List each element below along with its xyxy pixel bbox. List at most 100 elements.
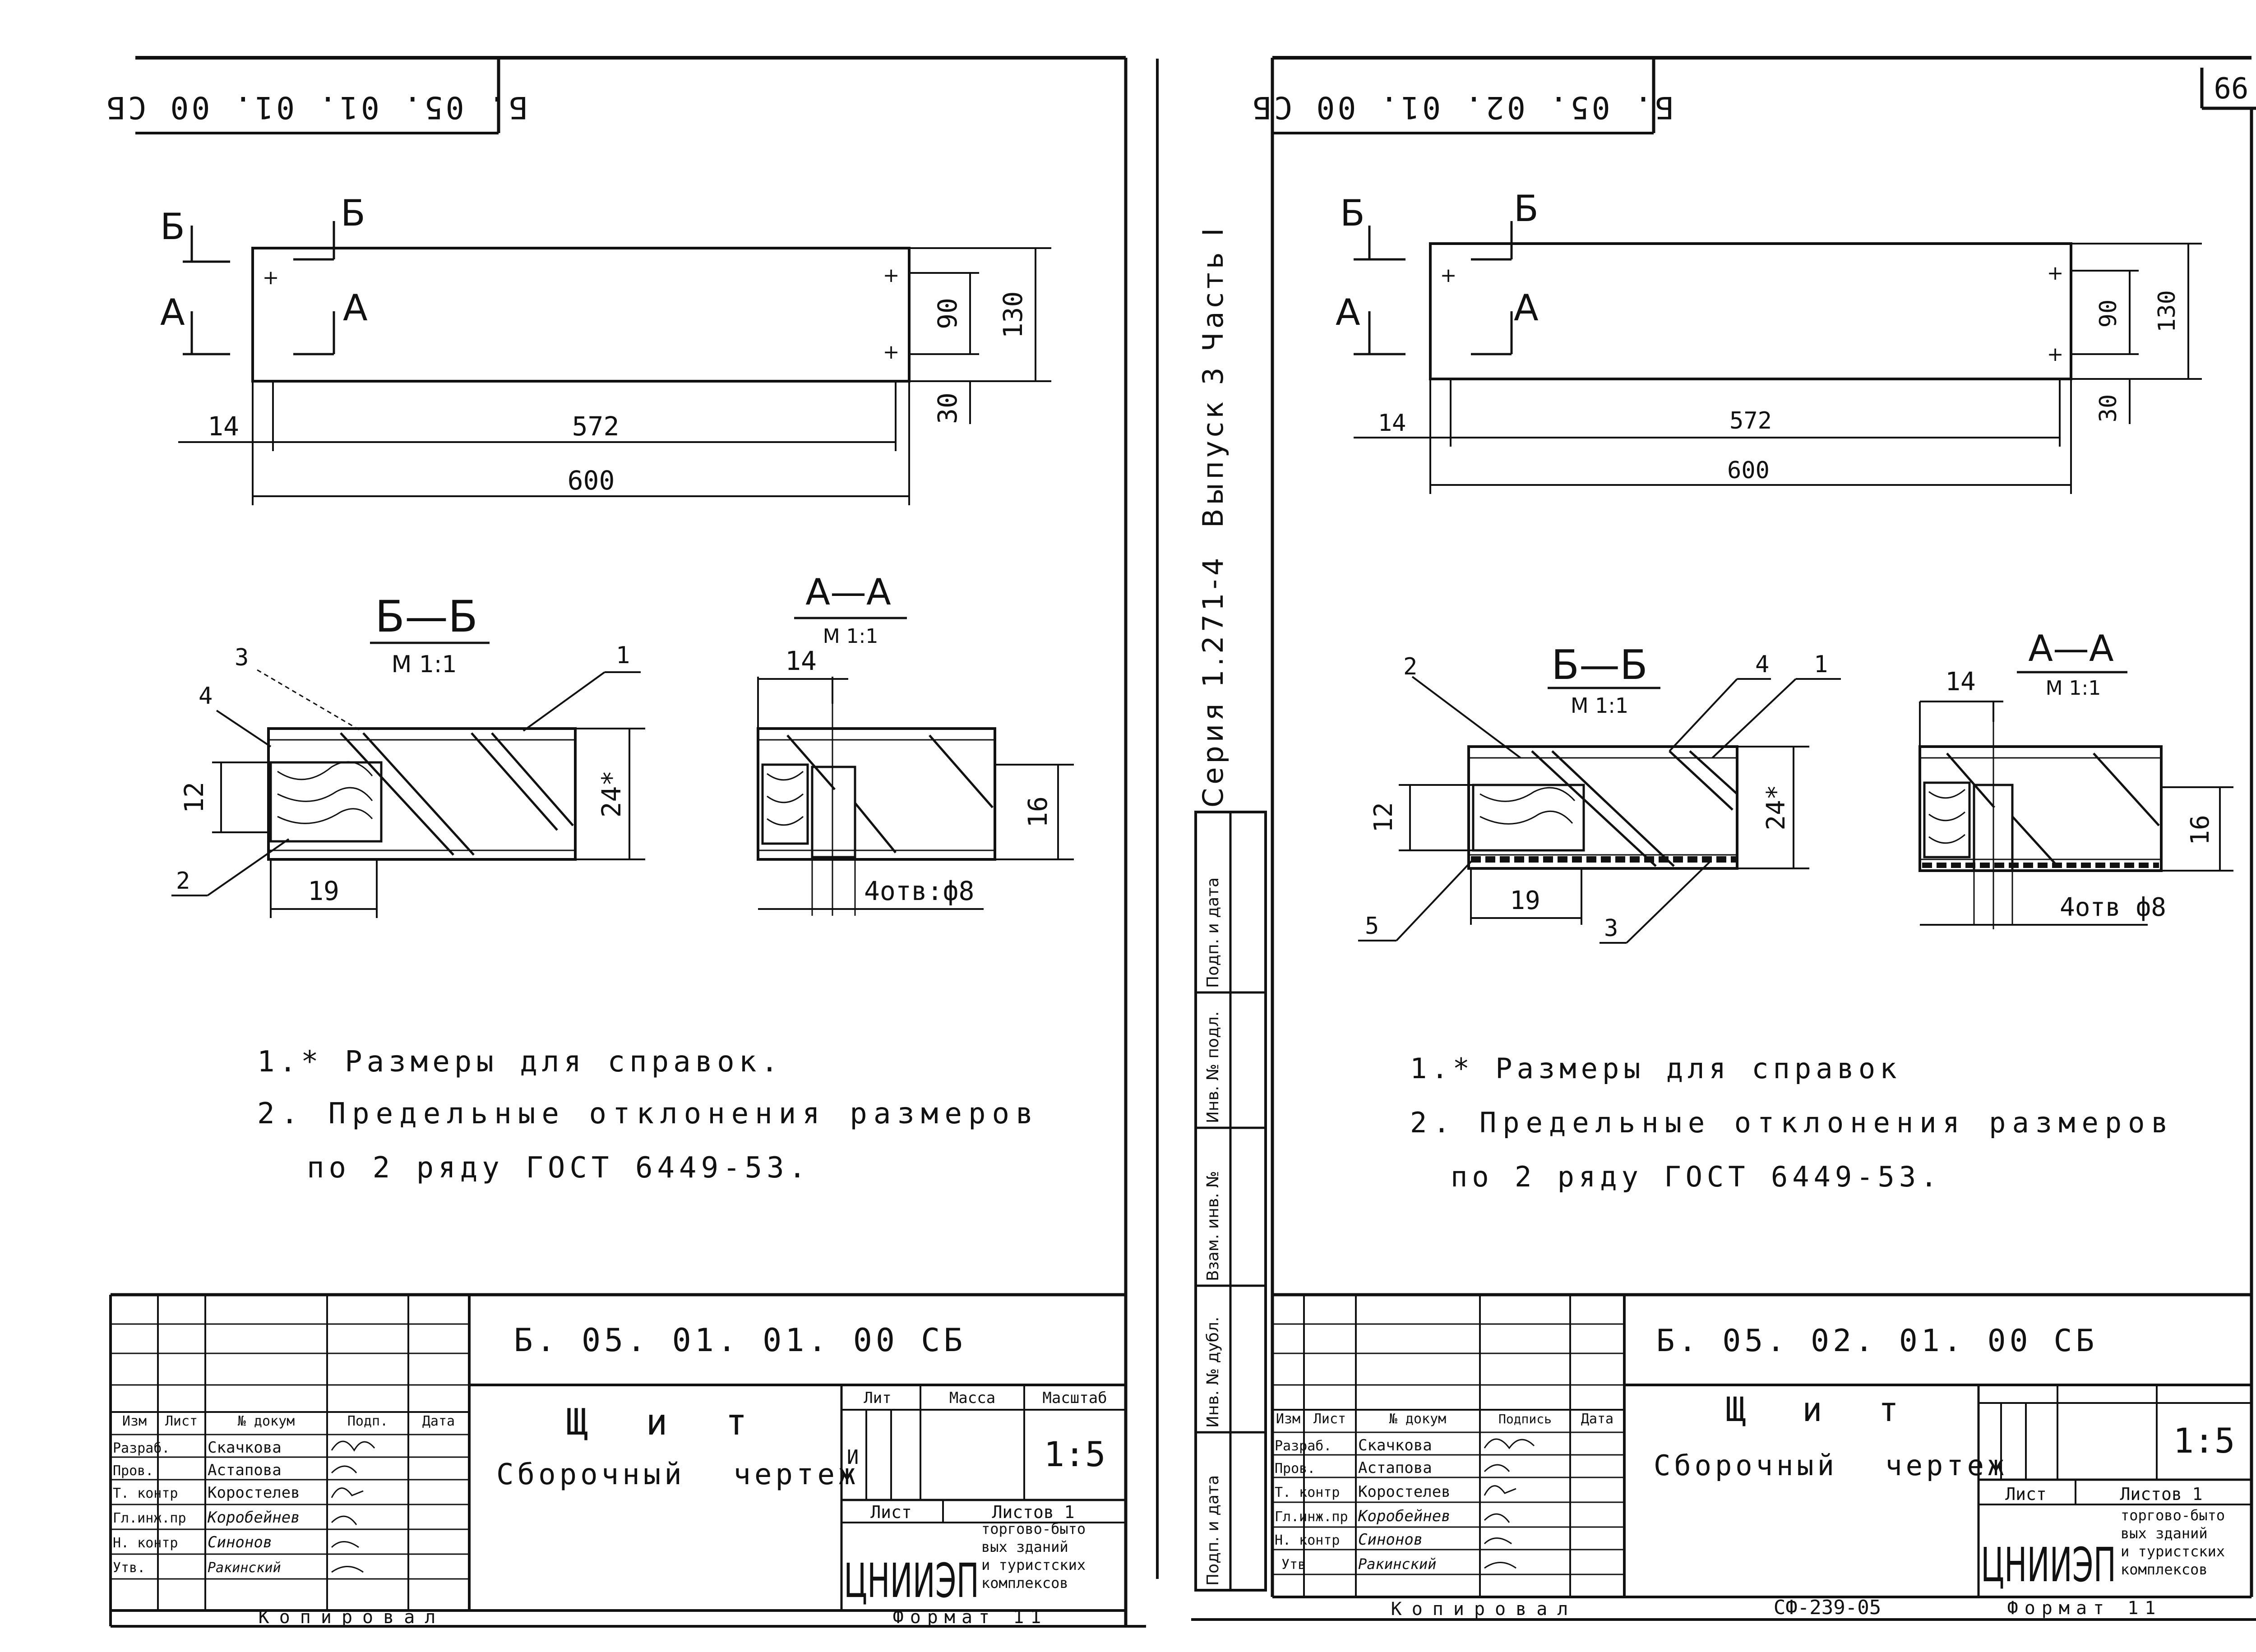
callout-1: 1 [616,642,630,669]
role-approve: Утв [1281,1557,1306,1573]
dim-19: 19 [1510,886,1540,915]
page-number: 66 [2214,72,2248,106]
name-line2: Сборочный чертеж [496,1458,860,1491]
role-dev: Разраб. [1275,1438,1331,1454]
role-approve: Утв. [113,1560,145,1576]
section-bb: Б—Б М 1:1 24* 12 19 2 [1358,641,1841,944]
signature [1484,1438,1535,1569]
org-desc-1: торгово-быто [2121,1507,2225,1524]
copied-label: Копировал [259,1607,446,1628]
plus-mark: + [263,266,279,289]
section-title: Б—Б [375,591,478,642]
dim-24: 24* [1761,784,1791,830]
dim-19: 19 [308,876,339,906]
org-desc-1: торгово-быто [981,1520,1086,1537]
scale-label: Масштаб [1042,1389,1107,1407]
side-label-2: Инв. № подл. [1204,1011,1222,1123]
section-marker-a: А [1514,287,1539,329]
plan-view: + + + Б Б А А 90 130 30 [1336,188,2202,494]
org-desc-2: вых зданий [2121,1525,2208,1542]
scale-value: 1:5 [2173,1421,2235,1461]
dim-16: 16 [2186,815,2215,845]
name-approve: Ракинский [1358,1555,1436,1573]
sheets-count-label: Листов 1 [2120,1484,2202,1504]
holes-label: 4отв ф8 [2060,893,2166,922]
role-chief: Гл.инж.пр [1275,1509,1348,1525]
callout-2: 2 [1403,653,1417,680]
sheet-label: Лист [2005,1484,2047,1504]
org-desc-4: комплексов [981,1574,1068,1592]
name-approve: Ракинский [208,1560,281,1576]
name-dev: Скачкова [1358,1436,1432,1454]
dim-12: 12 [1369,802,1398,832]
role-ncontrol: Н. контр [113,1535,178,1551]
callout-1: 1 [1814,651,1828,678]
sheet-label: Лист [870,1502,912,1522]
name-chief: Коробейнев [207,1509,300,1527]
plus-mark: + [2047,343,2064,366]
section-marker-a: А [343,287,368,329]
dim-600: 600 [1727,457,1770,484]
callout-2: 2 [176,868,190,895]
lit-label: Лит [864,1389,891,1407]
note-2: 2. Предельные отклонения размеров [1410,1106,2174,1139]
callout-4: 4 [1755,651,1769,678]
role-tcontrol: Т. контр [1275,1485,1340,1500]
side-label-4: Инв. № дубл. [1204,1317,1222,1428]
name-chief: Коробейнев [1358,1507,1451,1525]
dim-14: 14 [785,646,817,676]
section-marker-b: Б [1514,188,1539,230]
lit-value: И [847,1446,859,1469]
dim-572: 572 [1729,407,1772,434]
plus-mark: + [2047,262,2064,285]
dim-130: 130 [998,291,1028,339]
col-header-izm: Изм [122,1413,147,1429]
notes: 1.* Размеры для справок. 2. Предельные о… [257,1045,1040,1185]
plan-view: + + + Б Б А А 90 130 30 [160,192,1051,505]
series-label: Серия 1.271-4 [1197,554,1230,808]
section-scale: М 1:1 [2046,677,2101,700]
col-header-doc: № докум [1389,1411,1446,1427]
section-title: Б—Б [1551,641,1648,689]
dim-24: 24* [596,771,627,818]
format-label: Формат 11 [2007,1598,2162,1619]
org-logo: ЦНИИЭП [1981,1537,2116,1592]
name-dev: Скачкова [208,1439,282,1457]
format-label: Формат 11 [893,1607,1048,1628]
name-check: Астапова [1358,1459,1432,1477]
callout-3: 3 [235,644,249,671]
section-title: А—А [805,571,891,613]
mass-label: Масса [949,1389,995,1407]
rotated-doc-code: Б. 05. 01. 01. 00 СБ [104,89,528,125]
col-header-sign: Подпись [1498,1412,1552,1426]
dim-12: 12 [179,782,209,813]
dim-90: 90 [2095,300,2122,328]
sheet-left: Б. 05. 01. 01. 00 СБ + + + Б Б А А [104,58,1126,1628]
col-header-list: Лист [165,1413,198,1429]
note-1: 1.* Размеры для справок [1410,1052,1901,1085]
org-desc-4: комплексов [2121,1561,2208,1578]
section-marker-a: А [160,291,185,333]
dim-30: 30 [2095,394,2122,423]
sheet-right: Б. 05. 02. 01. 00 СБ + + + Б Б А А [1250,58,2251,1620]
doc-code: Б. 05. 02. 01. 00 СБ [1656,1323,2098,1359]
section-scale: М 1:1 [1571,693,1628,718]
note-2: 2. Предельные отклонения размеров [257,1097,1040,1131]
col-header-doc: № докум [238,1413,295,1429]
section-title: А—А [2028,628,2114,669]
title-block: Б. 05. 02. 01. 00 СБ Изм Лист № докум По… [1272,1293,2251,1620]
section-aa: А—А М 1:1 14 16 4отв ф8 [1919,628,2233,929]
dim-14: 14 [1945,667,1975,697]
sheets-count-label: Листов 1 [992,1502,1074,1522]
note-3: по 2 ряду ГОСТ 6449-53. [307,1151,810,1185]
callout-3: 3 [1604,915,1618,942]
col-header-date: Дата [422,1413,455,1429]
side-label-5: Подп. и дата [1204,1475,1222,1586]
dim-14: 14 [1378,410,1406,437]
name-ncontrol: Синонов [1358,1531,1423,1549]
side-label-1: Подп. и дата [1204,877,1222,988]
section-marker-b: Б [341,192,365,234]
role-check: Пров. [1275,1461,1315,1477]
col-header-list: Лист [1313,1411,1346,1427]
side-approval-strip: Подп. и дата Инв. № подл. Взам. инв. № И… [1194,811,1267,1592]
